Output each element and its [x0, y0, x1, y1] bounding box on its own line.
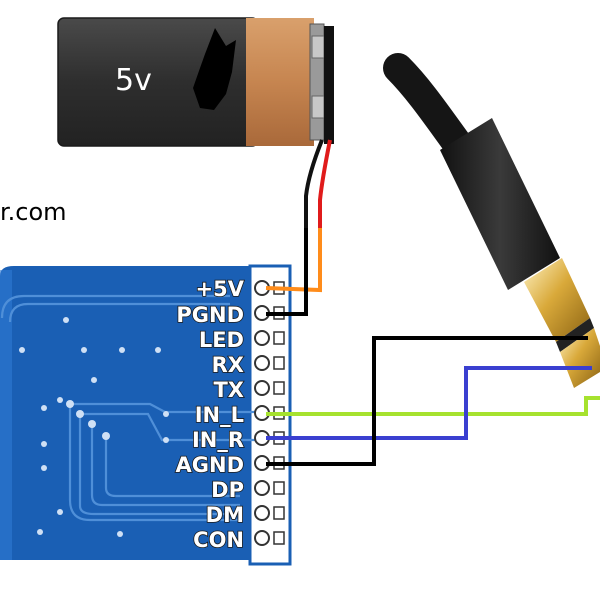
pin-label-dm: DM [206, 503, 244, 527]
plug-sleeve [524, 258, 590, 342]
pin-label-rx: RX [212, 353, 244, 377]
wire-audio-right [266, 366, 592, 440]
pin-label-led: LED [199, 328, 244, 352]
wire-audio-left [266, 396, 600, 416]
pin-label-pgnd: PGND [176, 303, 244, 327]
battery-label: 5v [115, 63, 152, 98]
pin-pad-tx [254, 380, 270, 396]
battery-lead-red [318, 139, 332, 230]
audio-module-pcb: +5V PGND LED RX TX IN_L IN_R AGND DP DM … [0, 264, 292, 566]
plug-strain-relief [440, 118, 560, 290]
pin-labels: +5V PGND LED RX TX IN_L IN_R AGND DP DM … [175, 276, 246, 553]
pcb-traces [0, 294, 262, 522]
pin-pad-dm [254, 505, 270, 521]
watermark-text: r.com [0, 198, 67, 226]
pin-label-tx: TX [213, 378, 244, 402]
plug-tip [560, 328, 600, 388]
battery-lead-black [304, 139, 324, 230]
pin-label-in-r: IN_R [192, 428, 244, 452]
pin-label-dp: DP [211, 478, 244, 502]
battery: 5v [57, 17, 334, 147]
battery-copper-band [246, 18, 314, 146]
pin-label-in-l: IN_L [195, 403, 244, 427]
pcb-vias [19, 317, 169, 537]
battery-ink-smudge [193, 28, 236, 110]
plug-ring-gap [556, 318, 594, 352]
pin-pad-dp [254, 480, 270, 496]
pin-pad-rx [254, 355, 270, 371]
wire-power-ground [266, 228, 308, 316]
pin-pads [254, 280, 270, 546]
wiring [265, 228, 600, 466]
battery-positive-terminal [311, 35, 325, 59]
audio-cable [383, 53, 477, 165]
battery-negative-terminal [311, 95, 325, 119]
pin-pad-led [254, 330, 270, 346]
wire-audio-ground [266, 336, 588, 466]
pcb-edge-highlight [0, 270, 12, 560]
wire-power-5v [265, 228, 322, 293]
pin-label-con: CON [193, 528, 244, 552]
pin-pad-con [254, 530, 270, 546]
audio-plug [383, 53, 600, 388]
pin-label-agnd: AGND [176, 453, 245, 477]
pin-label-5v: +5V [196, 277, 245, 301]
battery-clip [324, 26, 334, 144]
